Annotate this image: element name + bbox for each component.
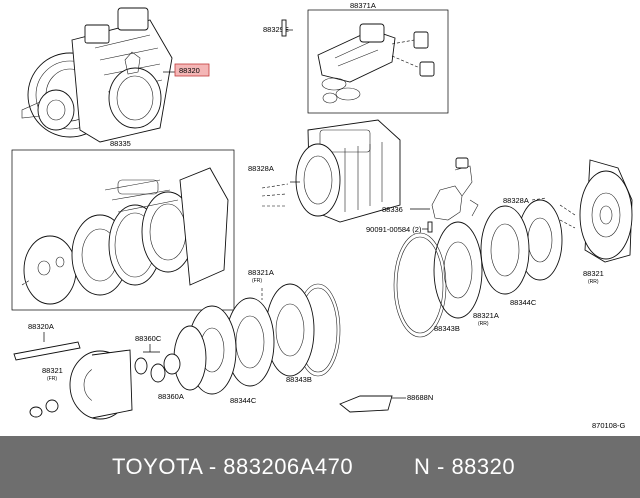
- label-88328A-mid: 88328A: [248, 164, 274, 173]
- label-88320-highlight: 88320: [179, 66, 200, 75]
- bracket-88688N: [339, 395, 393, 413]
- label-88320A: 88320A: [28, 322, 54, 331]
- bracket-88360C: [143, 344, 160, 353]
- label-88336: 88336: [382, 205, 403, 214]
- bolt-88329E: [281, 19, 287, 37]
- right-plates-drawing: [393, 199, 563, 338]
- label-88321A-center: 88321A: [473, 311, 499, 320]
- label-88321-right-sub: (RR): [588, 279, 599, 285]
- left-inset-parts: [21, 167, 229, 305]
- ring-88360C-b: [150, 363, 166, 383]
- label-88329E: 88329E: [263, 25, 289, 34]
- footer-reference: N - 88320: [414, 454, 516, 479]
- label-88360C: 88360C: [135, 334, 162, 343]
- ring-88360C-a: [134, 357, 148, 375]
- label-88343B-right: 88343B: [434, 324, 460, 333]
- label-88321A-mid: 88321A: [248, 268, 274, 277]
- label-88321-left: 88321: [42, 366, 63, 375]
- label-88321-right: 88321: [583, 269, 604, 278]
- label-88343B-left: 88343B: [286, 375, 312, 384]
- pins-88328A-right: [531, 197, 576, 229]
- right-housing-drawing: [579, 159, 633, 263]
- front-hub-drawing: [29, 349, 133, 420]
- diagram-code: 870108-G: [592, 421, 626, 430]
- inset-box-left: [11, 149, 235, 311]
- label-88321A-center-sub: (RR): [478, 321, 489, 327]
- label-88371A: 88371A: [350, 1, 376, 10]
- label-88335: 88335: [110, 139, 131, 148]
- inset-box-88371A: [307, 9, 449, 114]
- bottom-plates-drawing: [173, 283, 341, 395]
- label-88328A-right: 88328A: [503, 196, 529, 205]
- label-88344C-left: 88344C: [230, 396, 257, 405]
- label-88688N: 88688N: [407, 393, 433, 402]
- exploded-parts-diagram: 88320 88335 88371A 88329E: [11, 1, 633, 430]
- compressor-assembly-drawing: [21, 7, 173, 143]
- label-88321-left-sub: (FR): [47, 376, 57, 382]
- label-88321A-mid-sub: (FR): [252, 278, 262, 284]
- valve-assembly-drawing: [317, 23, 435, 104]
- footer-part-number: TOYOTA - 883206A470: [112, 454, 354, 479]
- label-88360A: 88360A: [158, 392, 184, 401]
- bearing-88360A: [163, 353, 181, 375]
- highlight-88320-box: [174, 63, 210, 77]
- label-90091-bolt: 90091-00584 (2): [366, 225, 422, 234]
- label-88344C-right: 88344C: [510, 298, 537, 307]
- bolt-90091: [427, 221, 433, 233]
- compressor-body-drawing: [290, 119, 401, 223]
- bolt-88320A: [13, 341, 81, 361]
- switch-88336-drawing: [431, 157, 479, 221]
- footer-bar: TOYOTA - 883206A470 N - 88320: [0, 436, 640, 498]
- pins-88328A-mid: [261, 183, 289, 207]
